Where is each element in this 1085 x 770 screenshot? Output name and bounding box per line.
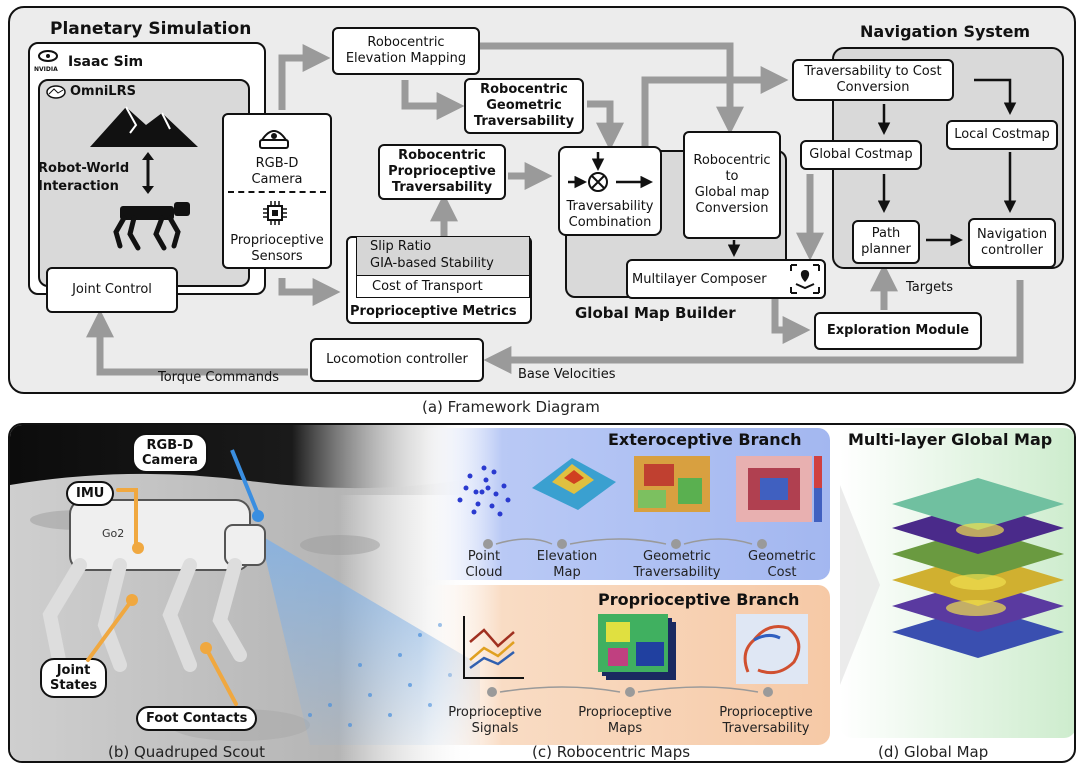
extero-thumbnails	[457, 456, 822, 522]
geometric-trav-label: Geometric Traversability	[633, 549, 721, 580]
interaction-arrow	[140, 150, 156, 200]
joint-states-bubble: Joint States	[40, 658, 108, 698]
rgbd-bubble: RGB-D Camera	[132, 433, 208, 473]
omnilrs-logo	[46, 84, 66, 103]
sensor-divider	[228, 191, 326, 193]
locomotion-controller-box: Locomotion controller	[310, 338, 484, 382]
exploration-module-box: Exploration Module	[814, 312, 982, 350]
geometric-cost-label: Geometric Cost	[748, 549, 816, 580]
omnilrs-box	[38, 79, 250, 287]
global-costmap-box: Global Costmap	[800, 140, 922, 170]
extero-flow	[483, 538, 767, 549]
camera-icon	[257, 124, 291, 154]
framework-arrows	[86, 42, 1024, 376]
geometric-traversability-box: Robocentric Geometric Traversability	[464, 78, 584, 134]
multilayer-stack	[892, 478, 1064, 658]
chip-icon	[262, 200, 288, 230]
nvidia-text: NVIDIA	[34, 66, 58, 73]
rgbd-camera-label: RGB-D Camera	[251, 156, 303, 187]
proprio-signals-label: Proprioceptive Signals	[448, 705, 542, 736]
proprio-trav-label: Proprioceptive Traversability	[719, 705, 813, 736]
omnilrs-label: OmniLRS	[70, 84, 136, 99]
trav-combination-label: Traversability Combination	[566, 199, 654, 230]
exteroceptive-title: Exteroceptive Branch	[608, 430, 802, 449]
targets-label: Targets	[906, 280, 953, 295]
torque-commands-label: Torque Commands	[158, 370, 280, 385]
proprio-flow	[487, 686, 773, 697]
proprio-sensors-label: Proprioceptive Sensors	[230, 233, 324, 264]
gia-stability: GIA-based Stability	[370, 256, 494, 271]
path-planner-box: Path planner	[852, 220, 920, 264]
local-costmap-box: Local Costmap	[946, 120, 1058, 150]
isaac-sim-label: Isaac Sim	[68, 54, 144, 70]
base-velocities-label: Base Velocities	[518, 367, 616, 382]
global-map-builder-label: Global Map Builder	[575, 304, 736, 322]
metrics-grey-box	[356, 236, 530, 276]
nav-black-arrows	[877, 78, 1017, 247]
caption-c: (c) Robocentric Maps	[532, 743, 691, 761]
proprio-metrics-label: Proprioceptive Metrics	[350, 304, 517, 319]
imu-bubble: IMU	[66, 481, 115, 506]
trav-combination-box	[558, 146, 662, 236]
planetary-sim-title: Planetary Simulation	[50, 19, 252, 39]
elevation-mapping-box: Robocentric Elevation Mapping	[332, 27, 480, 75]
nvidia-logo	[34, 48, 62, 68]
map-pin-icon	[790, 264, 820, 298]
nav-controller-box: Navigation controller	[968, 218, 1056, 268]
cost-transport-box	[356, 276, 530, 298]
robot-dog-icon	[108, 198, 198, 258]
proprio-maps-label: Proprioceptive Maps	[578, 705, 672, 736]
caption-d: (d) Global Map	[878, 743, 989, 761]
proprio-traversability-box: Robocentric Proprioceptive Traversabilit…	[378, 144, 506, 200]
point-cloud-label: Point Cloud	[465, 549, 503, 580]
cost-of-transport: Cost of Transport	[372, 279, 483, 294]
multilayer-map-title: Multi-layer Global Map	[848, 430, 1053, 449]
elevation-map-label: Elevation Map	[536, 549, 598, 580]
combination-icon	[568, 152, 653, 192]
builder-black-arrows	[727, 240, 741, 257]
multilayer-composer-label: Multilayer Composer	[632, 272, 767, 287]
robo-to-global-box: Robocentric to Global map Conversion	[683, 131, 781, 239]
go2-robot	[42, 499, 266, 682]
proprio-thumbnails	[463, 614, 808, 684]
slip-ratio: Slip Ratio	[370, 239, 432, 254]
robot-world-label: Robot-World Interaction	[38, 161, 130, 194]
caption-b: (b) Quadruped Scout	[108, 743, 266, 761]
trav-to-cost-box: Traversability to Cost Conversion	[792, 59, 954, 101]
joint-control-box: Joint Control	[46, 267, 178, 313]
mountain-icon	[90, 103, 200, 153]
caption-a: (a) Framework Diagram	[422, 398, 600, 416]
navigation-title: Navigation System	[860, 22, 1031, 41]
foot-contacts-bubble: Foot Contacts	[136, 706, 258, 731]
proprioceptive-title: Proprioceptive Branch	[598, 590, 800, 609]
svg-text:Go2: Go2	[102, 527, 124, 540]
multilayer-composer-box	[626, 259, 826, 299]
